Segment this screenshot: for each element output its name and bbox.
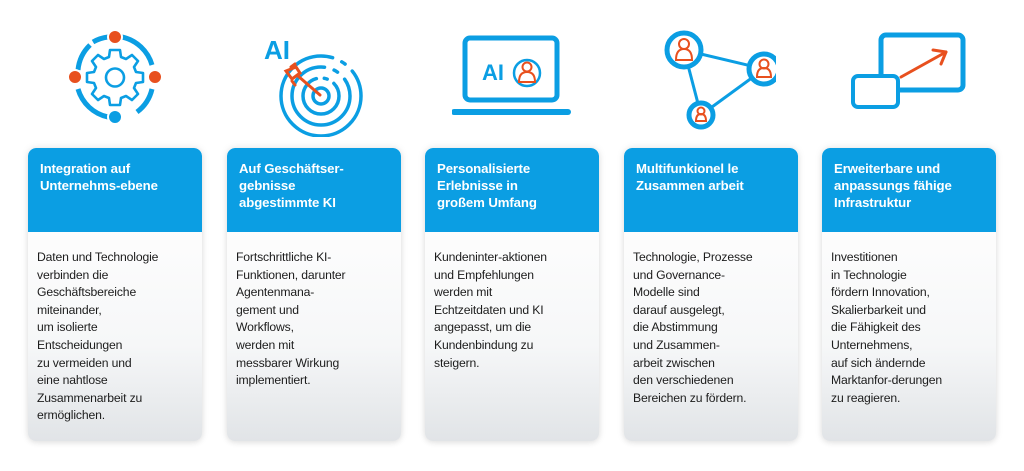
- card-title: Personalisierte Erlebnisse in großem Umf…: [437, 161, 537, 210]
- card-body: Daten und Technologie verbinden die Gesc…: [28, 228, 202, 441]
- card-body: Investitionen in Technologie fördern Inn…: [822, 228, 996, 441]
- column-integration: Daten und Technologie verbinden die Gesc…: [28, 0, 202, 471]
- column-business-ai: AI Fortschrittliche KI- Funktionen, daru…: [227, 0, 401, 471]
- card-header: Erweiterbare und anpassungs fähige Infra…: [822, 148, 996, 232]
- card-body: Fortschrittliche KI- Funktionen, darunte…: [227, 228, 401, 441]
- card-header: Auf Geschäftser- gebnisse abgestimmte KI: [227, 148, 401, 232]
- card-personalized: Kundeninter-aktionen und Empfehlungen we…: [425, 148, 599, 441]
- gear-network-icon: [28, 18, 202, 136]
- column-infrastructure: Investitionen in Technologie fördern Inn…: [822, 0, 996, 471]
- card-title: Integration auf Unternehms-ebene: [40, 161, 158, 193]
- card-title: Erweiterbare und anpassungs fähige Infra…: [834, 161, 952, 210]
- card-header: Personalisierte Erlebnisse in großem Umf…: [425, 148, 599, 232]
- ai-target-icon: AI: [227, 18, 401, 137]
- card-infrastructure: Investitionen in Technologie fördern Inn…: [822, 148, 996, 441]
- card-business-ai: Fortschrittliche KI- Funktionen, darunte…: [227, 148, 401, 441]
- card-body-text: Fortschrittliche KI- Funktionen, darunte…: [236, 250, 346, 388]
- card-integration: Daten und Technologie verbinden die Gesc…: [28, 148, 202, 441]
- card-body: Technologie, Prozesse und Governance- Mo…: [624, 228, 798, 441]
- card-body-text: Kundeninter-aktionen und Empfehlungen we…: [434, 250, 547, 370]
- card-body-text: Daten und Technologie verbinden die Gesc…: [37, 250, 159, 423]
- card-header: Multifunkionel le Zusammen arbeit: [624, 148, 798, 232]
- column-personalized: AI Kundeninter-aktionen und Empfehlungen…: [425, 0, 599, 471]
- card-header: Integration auf Unternehms-ebene: [28, 148, 202, 232]
- ai-laptop-user-icon: AI: [425, 18, 599, 136]
- column-collaboration: Technologie, Prozesse und Governance- Mo…: [624, 0, 798, 471]
- card-body-text: Technologie, Prozesse und Governance- Mo…: [633, 250, 753, 405]
- svg-text:AI: AI: [482, 60, 504, 85]
- card-body-text: Investitionen in Technologie fördern Inn…: [831, 250, 942, 405]
- svg-text:AI: AI: [264, 35, 290, 65]
- card-title: Auf Geschäftser- gebnisse abgestimmte KI: [239, 161, 344, 210]
- card-title: Multifunkionel le Zusammen arbeit: [636, 161, 744, 193]
- card-body: Kundeninter-aktionen und Empfehlungen we…: [425, 228, 599, 441]
- people-network-icon: [624, 18, 798, 136]
- card-collaboration: Technologie, Prozesse und Governance- Mo…: [624, 148, 798, 441]
- scale-up-screen-icon: [822, 18, 996, 136]
